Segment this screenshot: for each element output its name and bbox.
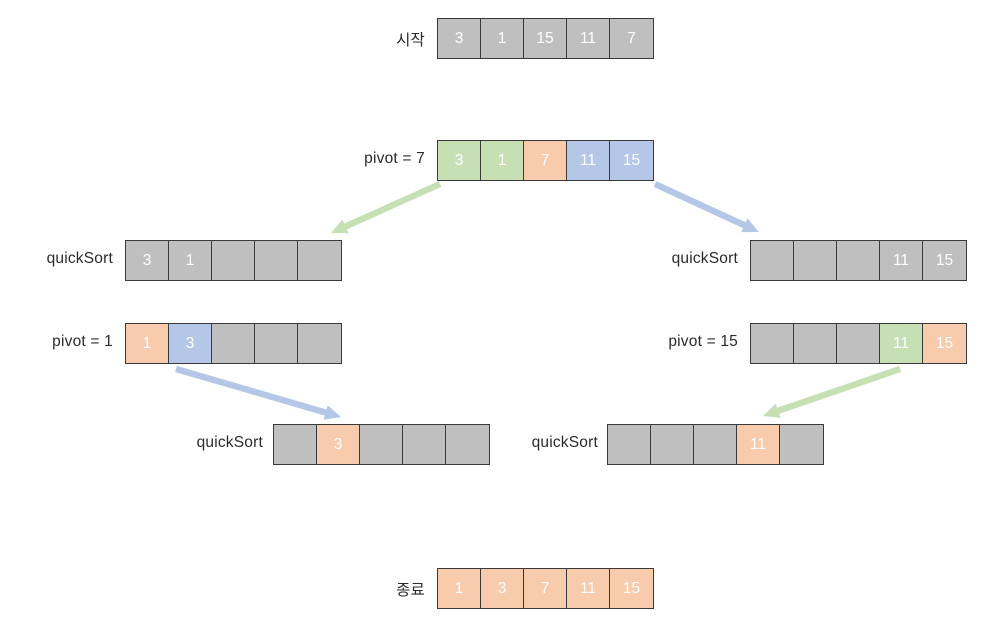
array-cell	[794, 324, 837, 363]
array-cell: 11	[880, 324, 923, 363]
array-cell: 3	[438, 141, 481, 180]
array-cell: 11	[737, 425, 780, 464]
array-cell	[837, 241, 880, 280]
row-label-end: 종료	[396, 582, 425, 599]
array-cell	[298, 324, 341, 363]
row-label-pivot-15: pivot = 15	[668, 333, 738, 350]
array-cell	[794, 241, 837, 280]
array-cell: 15	[610, 141, 653, 180]
arrow-pivot7-to-left	[331, 181, 442, 234]
array-cell	[360, 425, 403, 464]
array-cell: 1	[481, 19, 524, 58]
array-cell: 3	[317, 425, 360, 464]
array-cell: 1	[169, 241, 212, 280]
array-cell	[212, 324, 255, 363]
row-label-quicksort-right-2: quickSort	[531, 434, 598, 451]
array-cell	[608, 425, 651, 464]
array-quicksort-left-2: 3	[273, 424, 490, 465]
array-cell: 3	[481, 569, 524, 608]
array-cell	[651, 425, 694, 464]
row-label-start: 시작	[396, 32, 425, 49]
array-cell: 1	[481, 141, 524, 180]
arrow-pivot15-to-right2	[763, 365, 902, 418]
array-cell	[780, 425, 823, 464]
row-label-pivot-1: pivot = 1	[52, 333, 113, 350]
array-cell: 3	[169, 324, 212, 363]
row-label-quicksort-right-1: quickSort	[671, 250, 738, 267]
array-cell	[403, 425, 446, 464]
row-label-quicksort-left-1: quickSort	[46, 250, 113, 267]
array-cell: 11	[567, 141, 610, 180]
array-quicksort-right-2: 11	[607, 424, 824, 465]
array-cell: 15	[610, 569, 653, 608]
array-cell	[274, 425, 317, 464]
array-cell: 15	[923, 241, 966, 280]
array-cell	[446, 425, 489, 464]
array-cell: 11	[880, 241, 923, 280]
arrow-pivot7-to-right	[653, 181, 759, 233]
array-cell: 15	[524, 19, 567, 58]
array-cell	[751, 241, 794, 280]
row-label-pivot-7: pivot = 7	[364, 150, 425, 167]
array-cell: 3	[126, 241, 169, 280]
arrow-pivot1-to-left2	[175, 365, 341, 420]
array-cell	[298, 241, 341, 280]
array-cell: 1	[126, 324, 169, 363]
array-cell: 7	[610, 19, 653, 58]
array-cell	[694, 425, 737, 464]
array-cell: 1	[438, 569, 481, 608]
row-label-quicksort-left-2: quickSort	[196, 434, 263, 451]
array-cell	[255, 324, 298, 363]
array-cell: 11	[567, 569, 610, 608]
array-cell	[751, 324, 794, 363]
array-cell: 3	[438, 19, 481, 58]
array-cell	[212, 241, 255, 280]
array-cell	[255, 241, 298, 280]
array-cell: 11	[567, 19, 610, 58]
array-cell: 7	[524, 141, 567, 180]
array-cell: 7	[524, 569, 567, 608]
array-cell: 15	[923, 324, 966, 363]
array-cell	[837, 324, 880, 363]
